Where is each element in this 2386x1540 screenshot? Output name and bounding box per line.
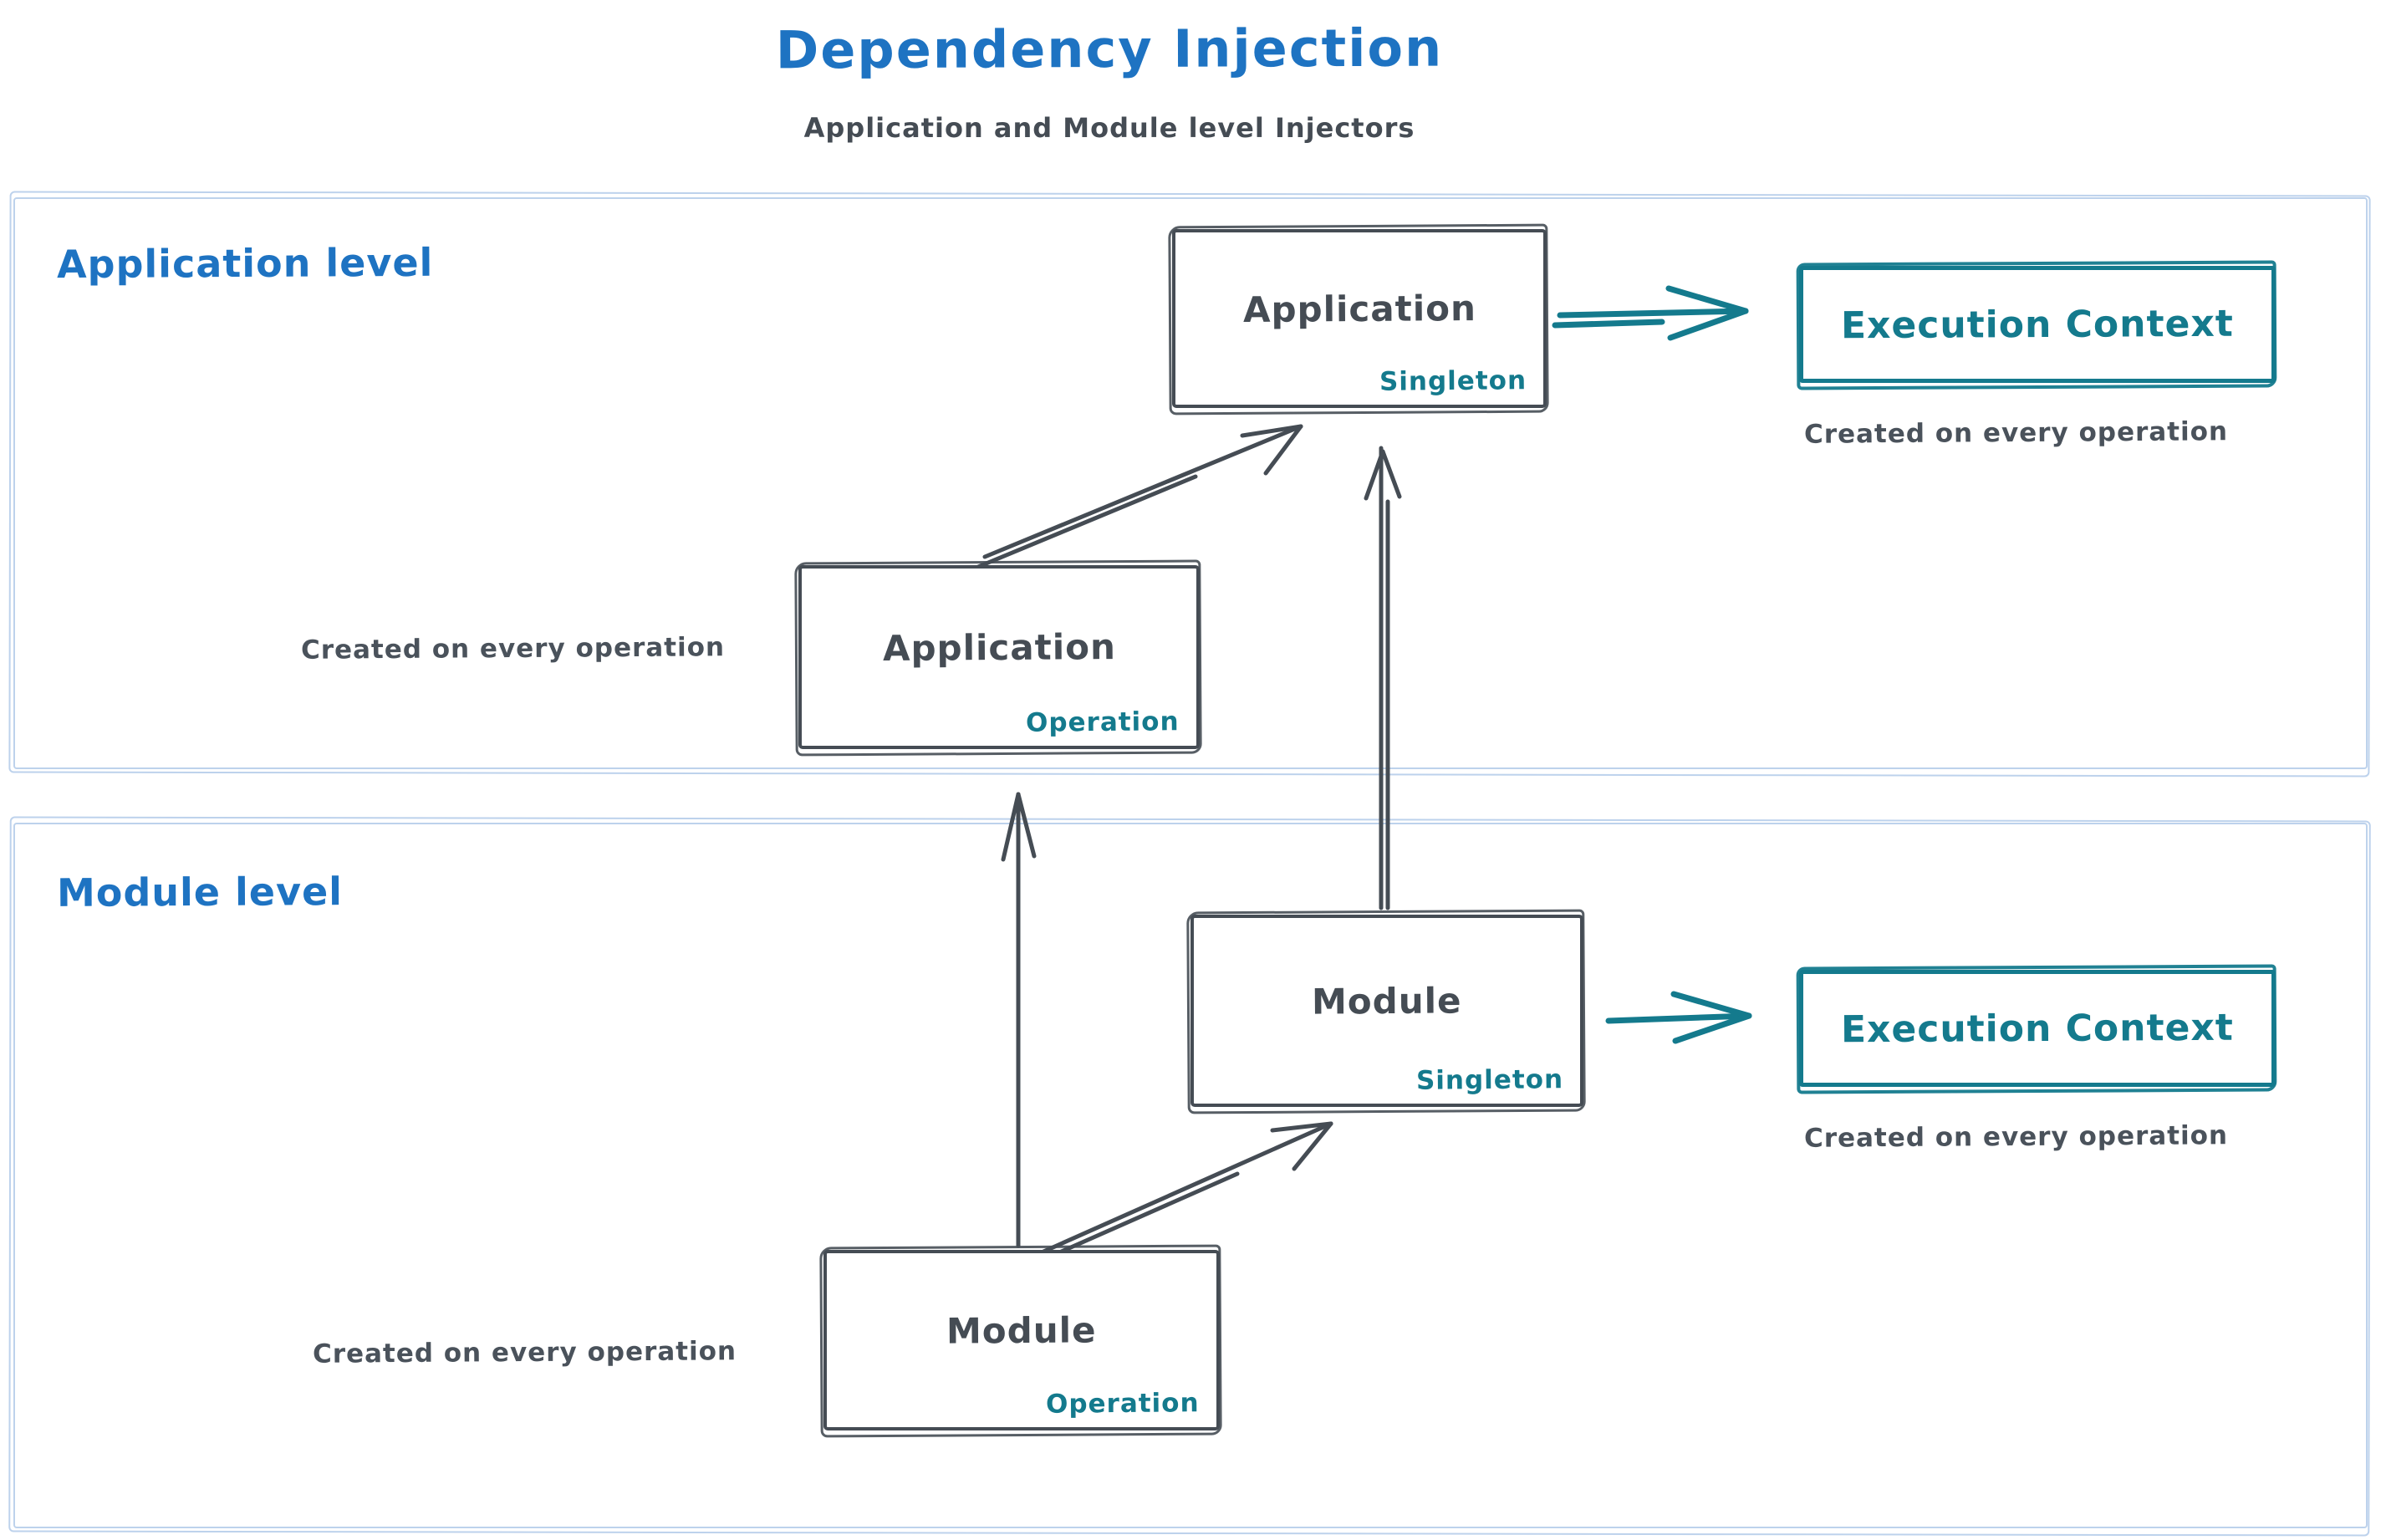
node-module-singleton-badge: Singleton (1415, 1064, 1564, 1096)
page-title: Dependency Injection (775, 17, 1444, 81)
caption-module-operation: Created on every operation (312, 1336, 737, 1369)
module-execution-context-label: Execution Context (1840, 1006, 2235, 1051)
node-application-singleton-title: Application (1242, 287, 1476, 330)
node-application-operation-badge: Operation (1026, 706, 1180, 738)
node-application-singleton: Application Singleton (1172, 229, 1547, 408)
node-application-execution-context: Execution Context (1799, 266, 2276, 383)
node-application-operation-title: Application (882, 625, 1116, 669)
caption-app-execution-context: Created on every operation (1803, 416, 2229, 450)
caption-app-operation: Created on every operation (300, 632, 726, 665)
node-application-singleton-badge: Singleton (1379, 365, 1527, 397)
region-application-level (13, 197, 2368, 769)
region-label-module-level: Module level (56, 869, 344, 915)
region-label-application-level: Application level (56, 239, 434, 288)
node-module-execution-context: Execution Context (1799, 970, 2276, 1087)
node-module-operation-title: Module (946, 1308, 1097, 1352)
region-module-level (13, 823, 2368, 1528)
node-module-singleton-title: Module (1312, 979, 1462, 1022)
page-subtitle: Application and Module level Injectors (803, 112, 1415, 144)
node-module-operation: Module Operation (823, 1250, 1220, 1430)
node-module-singleton: Module Singleton (1190, 915, 1583, 1107)
node-application-operation: Application Operation (798, 565, 1200, 749)
node-module-operation-badge: Operation (1046, 1388, 1201, 1420)
application-execution-context-label: Execution Context (1840, 302, 2235, 347)
caption-module-execution-context: Created on every operation (1803, 1120, 2229, 1154)
